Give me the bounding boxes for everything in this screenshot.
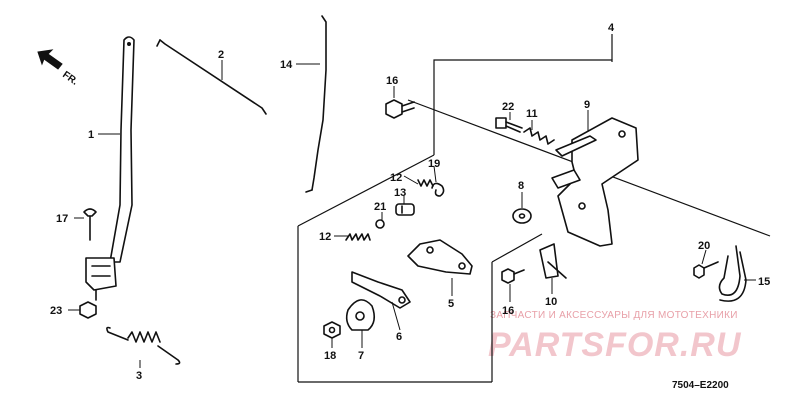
part-18-nut [323,321,341,339]
watermark-tagline: ЗАПЧАСТИ И АКСЕССУАРЫ ДЛЯ МОТОТЕХНИКИ [490,310,738,321]
part-14-cable [305,15,327,193]
callout-6: 6 [396,331,402,343]
part-6-arm [351,271,411,309]
callout-7: 7 [358,350,364,362]
callout-17: 17 [56,213,68,225]
callout-10: 10 [545,296,557,308]
part-17-pin [83,208,97,241]
part-11-spring [523,127,555,145]
callout-11: 11 [526,108,538,120]
part-15-clamp [718,245,747,302]
part-16-bolt-upper [385,99,415,119]
callout-20: 20 [698,240,710,252]
part-10-bracket [539,243,567,279]
callout-15: 15 [758,276,770,288]
front-arrow-icon [37,49,63,70]
part-12-spring-lower [345,233,371,241]
callout-16-upper: 16 [386,75,398,87]
part-5-lever-plate [407,239,473,275]
part-22-bolt [495,117,523,133]
part-2-rod [156,39,267,115]
part-21-bolt [375,219,385,229]
front-direction-label: FR. [60,69,80,87]
callout-23: 23 [50,305,62,317]
callout-22: 22 [502,101,514,113]
part-9-bracket [551,117,639,247]
assembly-frame-left-edge [297,154,435,227]
assembly-frame-step [491,233,543,263]
callout-4: 4 [608,22,615,34]
part-7-cam [345,299,376,331]
diagram-code: 7504–E2200 [672,380,729,391]
callout-21: 21 [374,201,386,213]
front-direction-indicator: FR. [37,49,80,88]
part-23-nut [79,301,97,319]
callout-18: 18 [324,350,336,362]
callout-12-lower: 12 [319,231,331,243]
part-12-spring-upper [417,179,434,187]
callout-9: 9 [584,99,590,111]
callout-1: 1 [88,129,94,141]
part-16-bolt-lower [501,268,525,284]
callout-2: 2 [218,49,224,61]
callout-14: 14 [280,59,293,71]
callout-16-lower: 16 [502,305,514,317]
watermark-brand: PARTSFOR.RU [488,326,742,364]
assembly-frame [433,59,613,155]
callout-5: 5 [448,298,454,310]
callout-12-upper: 12 [390,172,402,184]
part-1-lever [85,36,135,301]
part-19-clip [431,182,445,197]
callout-3: 3 [136,370,142,382]
watermark: ЗАПЧАСТИ И АКСЕССУАРЫ ДЛЯ МОТОТЕХНИКИ PA… [488,310,742,364]
part-3-spring [106,326,181,365]
leader-lines [68,60,756,368]
part-8-washer [512,208,532,224]
callout-labels: 1 2 3 4 5 6 7 8 9 10 11 12 12 13 14 15 1… [50,22,770,382]
callout-19: 19 [428,158,440,170]
callout-8: 8 [518,180,524,192]
part-13-sleeve [395,203,415,216]
callout-13: 13 [394,187,406,199]
part-20-bolt [693,261,719,279]
